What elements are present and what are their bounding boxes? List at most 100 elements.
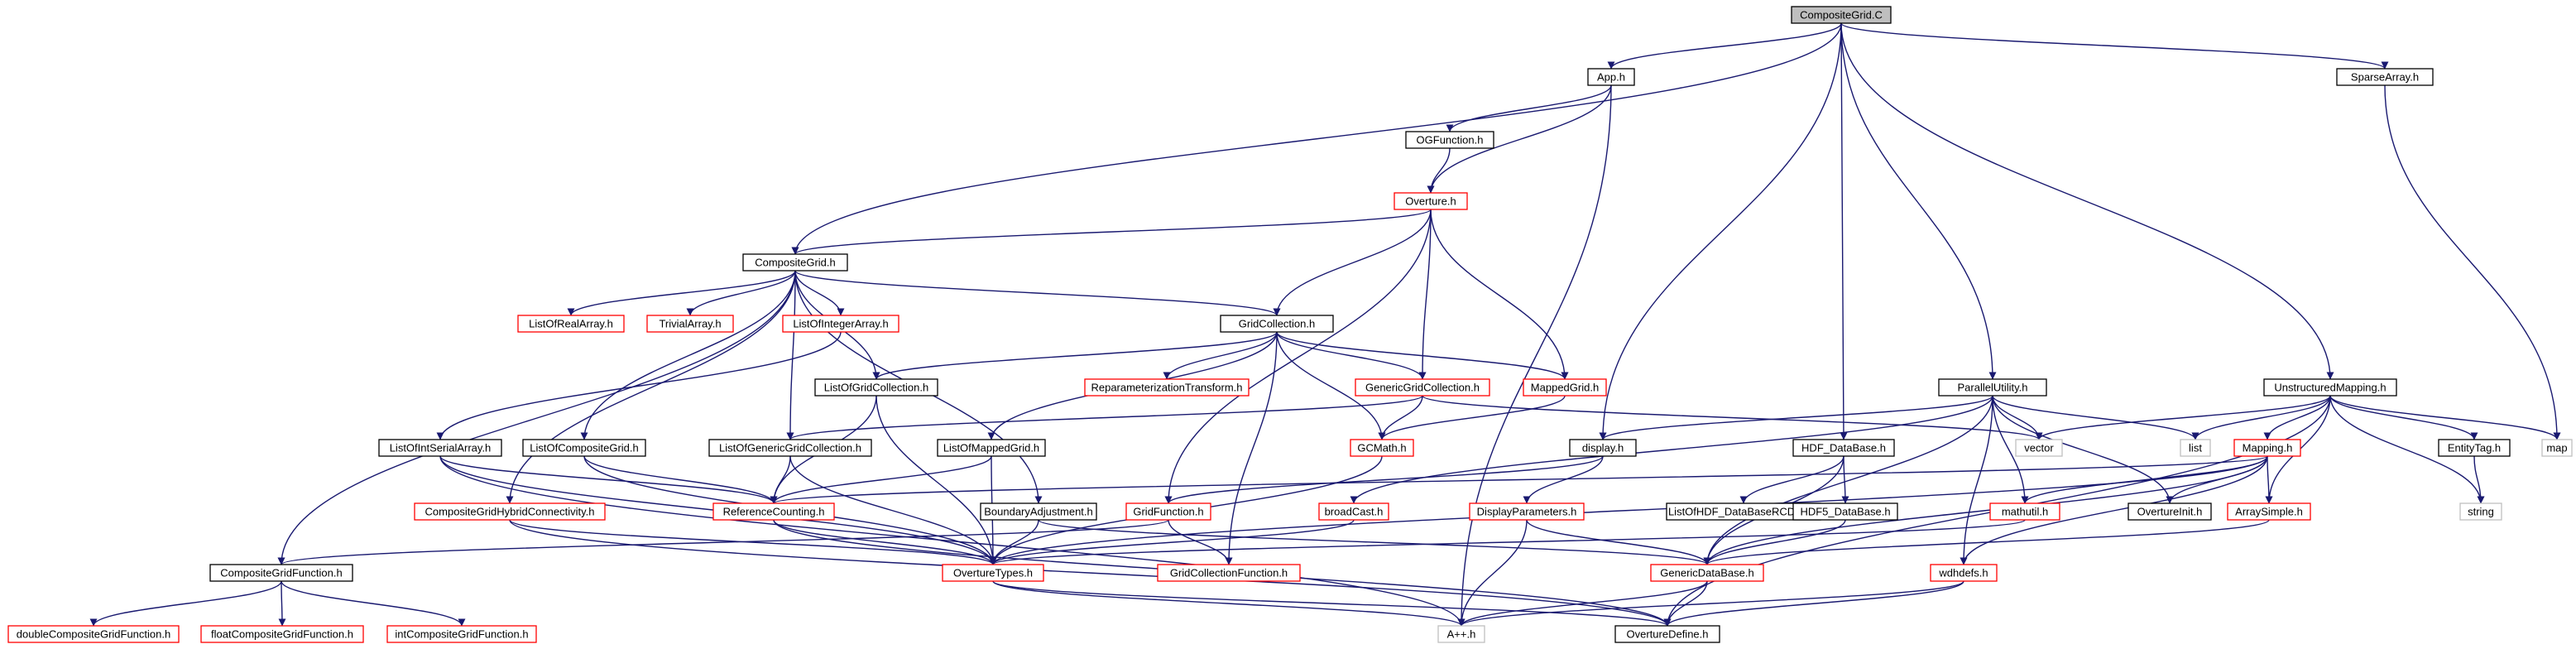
node-box <box>1220 315 1334 333</box>
node-n_listofintegerarray_h[interactable]: ListOfIntegerArray.h <box>782 315 899 333</box>
node-n_broadcast_h[interactable]: broadCast.h <box>1318 502 1389 521</box>
node-n_entitytag_h[interactable]: EntityTag.h <box>2438 439 2511 457</box>
node-n_unstructuredmapping_h[interactable]: UnstructuredMapping.h <box>2263 378 2397 397</box>
node-n_overturetypes_h[interactable]: OvertureTypes.h <box>942 564 1044 582</box>
edge-n_mapping_h-to-n_mathutil_h <box>2021 455 2268 504</box>
node-n_map[interactable]: map <box>2541 439 2573 457</box>
node-n_gcmath_h[interactable]: GCMath.h <box>1350 439 1414 457</box>
node-n_overture_h[interactable]: Overture.h <box>1394 192 1468 210</box>
node-n_listofhdf_databasercdata_h[interactable]: ListOfHDF_DataBaseRCData.h <box>1666 502 1821 521</box>
node-label: map <box>2546 442 2567 454</box>
edge-n_overture_h-to-n_genericgridcollection_h <box>1418 209 1432 380</box>
node-n_mathutil_h[interactable]: mathutil.h <box>1989 502 2060 521</box>
edge-n_mappedgrid_h-to-n_gcmath_h <box>1378 395 1566 440</box>
edge-n_listofgenericgridcollection_h-to-n_overturetypes_h <box>789 455 997 565</box>
node-box <box>2180 439 2211 457</box>
edge-n_unstructuredmapping_h-to-n_string <box>2329 395 2485 504</box>
edge-n_compositegridhybridconnectivity_h-to-n_overturetypes_h <box>509 519 997 565</box>
node-n_sparsearray_h[interactable]: SparseArray.h <box>2336 68 2434 86</box>
nodes-layer: CompositeGrid.C App.h SparseArray.hOGFunct… <box>7 6 2573 643</box>
node-label: Overture.h <box>1405 195 1456 208</box>
node-label: EntityTag.h <box>2448 442 2501 454</box>
node-label: ReparameterizationTransform.h <box>1091 382 1242 394</box>
edge-n_compositegridfunction_h-to-n_doublecompositegridfunction_h <box>89 580 282 627</box>
node-n_floatcompositegridfunction_h[interactable]: floatCompositeGridFunction.h <box>200 625 364 643</box>
node-n_listofgridcollection_h[interactable]: ListOfGridCollection.h <box>814 378 938 397</box>
edge-n_ogfunction_h-to-n_overture_h <box>1427 147 1451 194</box>
node-n_app_h[interactable]: App.h <box>1587 68 1635 86</box>
node-n_hdf_database_h[interactable]: HDF_DataBase.h <box>1792 439 1895 457</box>
node-n_gridcollection_h[interactable]: GridCollection.h <box>1220 315 1334 333</box>
edge-n_gridfunction_h-to-n_gridcollectionfunction_h <box>1168 519 1233 565</box>
node-n_boundaryadjustment_h[interactable]: BoundaryAdjustment.h <box>980 502 1097 521</box>
edge-n_overture_h-to-n_compositegrid_h <box>791 209 1432 255</box>
node-n_mapping_h[interactable]: Mapping.h <box>2233 439 2301 457</box>
node-n_arraysimple_h[interactable]: ArraySimple.h <box>2227 502 2311 521</box>
node-n_listofgenericgridcollection_h[interactable]: ListOfGenericGridCollection.h <box>708 439 872 457</box>
edge-n_hdf_database_h-to-n_hdf5_database_h <box>1841 455 1849 504</box>
node-n_wdhdefs_h[interactable]: wdhdefs.h <box>1930 564 1998 582</box>
node-n_displayparameters_h[interactable]: DisplayParameters.h <box>1469 502 1585 521</box>
node-box <box>942 564 1044 582</box>
node-n_overturedefine_h[interactable]: OvertureDefine.h <box>1614 625 1720 643</box>
edge-n_overture_h-to-n_gridcollection_h <box>1273 209 1432 316</box>
node-n_compositegridfunction_h[interactable]: CompositeGridFunction.h <box>209 564 353 582</box>
node-box <box>814 378 938 397</box>
edge-n_compositegrid_h-to-n_gridcollection_h <box>794 270 1281 316</box>
edge-n_compositegrid_h-to-n_compositegridfunction_h <box>277 270 796 565</box>
node-n_parallelutility_h[interactable]: ParallelUtility.h <box>1938 378 2047 397</box>
node-label: intCompositeGridFunction.h <box>395 628 528 641</box>
node-n_reparameterizationtransform_h[interactable]: ReparameterizationTransform.h <box>1084 378 1250 397</box>
node-box <box>1350 439 1414 457</box>
edge-n_mapping_h-to-n_wdhdefs_h <box>1960 455 2268 565</box>
node-n_vector[interactable]: vector <box>2015 439 2063 457</box>
node-n_mappedgrid_h[interactable]: MappedGrid.h <box>1523 378 1607 397</box>
node-label: CompositeGridHybridConnectivity.h <box>425 506 595 518</box>
node-label: ArraySimple.h <box>2235 506 2303 518</box>
node-n_gridfunction_h[interactable]: GridFunction.h <box>1125 502 1211 521</box>
node-label: SparseArray.h <box>2351 71 2419 84</box>
edge-n_mapping_h-to-n_arraysimple_h <box>2265 455 2273 504</box>
node-n_hdf5_database_h[interactable]: HDF5_DataBase.h <box>1792 502 1898 521</box>
node-n_listofcompositegrid_h[interactable]: ListOfCompositeGrid.h <box>522 439 646 457</box>
node-label: OvertureInit.h <box>2137 506 2203 518</box>
node-n_genericdatabase_h[interactable]: GenericDataBase.h <box>1650 564 1764 582</box>
node-n_string[interactable]: string <box>2459 502 2502 521</box>
node-n_referencecounting_h[interactable]: ReferenceCounting.h <box>712 502 835 521</box>
edge-n_compositegridfunction_h-to-n_floatcompositegridfunction_h <box>278 580 286 627</box>
edge-n_parallelutility_h-to-n_broadcast_h <box>1350 395 1993 504</box>
node-box <box>1569 439 1637 457</box>
node-box <box>1587 68 1635 86</box>
node-n_app_plus_h[interactable]: A++.h <box>1437 625 1485 643</box>
node-n_compositegrid_c[interactable]: CompositeGrid.C <box>1791 6 1892 24</box>
edge-n_unstructuredmapping_h-to-n_list <box>2191 395 2331 440</box>
node-n_genericgridcollection_h[interactable]: GenericGridCollection.h <box>1355 378 1490 397</box>
edge-n_overturetypes_h-to-n_app_plus_h <box>992 580 1465 627</box>
node-n_compositegrid_h[interactable]: CompositeGrid.h <box>742 253 848 272</box>
node-n_listofintserialarray_h[interactable]: ListOfIntSerialArray.h <box>378 439 502 457</box>
node-n_gridcollectionfunction_h[interactable]: GridCollectionFunction.h <box>1157 564 1301 582</box>
edge-n_gridcollection_h-to-n_listofgridcollection_h <box>872 331 1278 380</box>
node-label: wdhdefs.h <box>1938 567 1988 579</box>
node-n_listofrealarray_h[interactable]: ListOfRealArray.h <box>517 315 625 333</box>
node-n_display_h[interactable]: display.h <box>1569 439 1637 457</box>
node-box <box>712 502 835 521</box>
node-label: ListOfIntSerialArray.h <box>390 442 492 454</box>
edge-n_app_h-to-n_overture_h <box>1427 84 1612 194</box>
node-label: A++.h <box>1447 628 1476 641</box>
node-box <box>1930 564 1998 582</box>
node-n_listofmappedgrid_h[interactable]: ListOfMappedGrid.h <box>937 439 1046 457</box>
node-n_doublecompositegridfunction_h[interactable]: doubleCompositeGridFunction.h <box>7 625 180 643</box>
node-n_ogfunction_h[interactable]: OGFunction.h <box>1405 131 1494 149</box>
node-box <box>980 502 1097 521</box>
node-n_compositegridhybridconnectivity_h[interactable]: CompositeGridHybridConnectivity.h <box>414 502 606 521</box>
node-label: GridFunction.h <box>1133 506 1203 518</box>
node-box <box>517 315 625 333</box>
node-n_trivialarray_h[interactable]: TrivialArray.h <box>646 315 734 333</box>
node-n_list[interactable]: list <box>2180 439 2211 457</box>
node-n_intcompositegridfunction_h[interactable]: intCompositeGridFunction.h <box>386 625 537 643</box>
edge-n_compositegrid_c-to-n_compositegrid_h <box>791 22 1842 255</box>
node-n_overtureinit_h[interactable]: OvertureInit.h <box>2127 502 2212 521</box>
edge-n_referencecounting_h-to-n_overturetypes_h <box>773 519 997 565</box>
node-box <box>742 253 848 272</box>
